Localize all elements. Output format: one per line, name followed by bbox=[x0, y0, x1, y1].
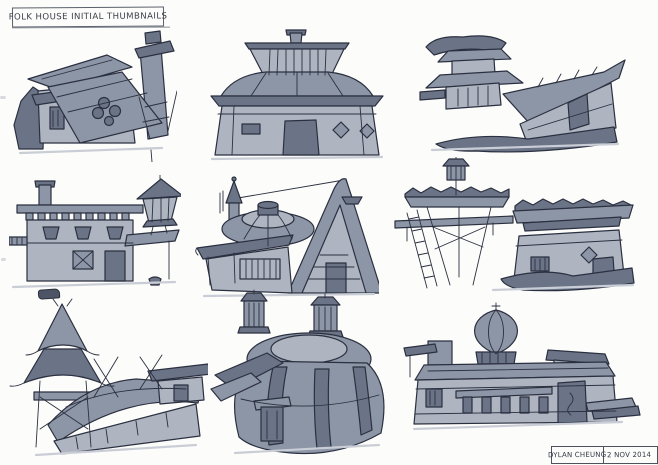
thumbnail-house-4 bbox=[9, 175, 181, 289]
thumbnail-house-5 bbox=[195, 176, 379, 298]
sheet-title: FOLK HOUSE INITIAL THUMBNAILS bbox=[8, 11, 168, 23]
date-box: 2 NOV 2014 bbox=[602, 446, 658, 464]
thumbnail-house-7 bbox=[9, 298, 208, 457]
thumbnail-house-3 bbox=[419, 35, 626, 153]
paper-smudge bbox=[1, 258, 6, 261]
thumbnail-house-9 bbox=[403, 302, 641, 431]
thumbnail-house-2 bbox=[210, 29, 384, 161]
paper-smudge bbox=[0, 96, 6, 99]
thumbnail-house-6 bbox=[394, 157, 635, 292]
title-block: FOLK HOUSE INITIAL THUMBNAILS bbox=[9, 6, 167, 28]
sheet-date: 2 NOV 2014 bbox=[607, 450, 652, 460]
thumbnail-house-1 bbox=[13, 30, 177, 162]
artist-name-box: DYLAN CHEUNG bbox=[548, 446, 607, 464]
artist-name: DYLAN CHEUNG bbox=[548, 450, 607, 460]
thumbnail-house-8 bbox=[210, 289, 385, 455]
